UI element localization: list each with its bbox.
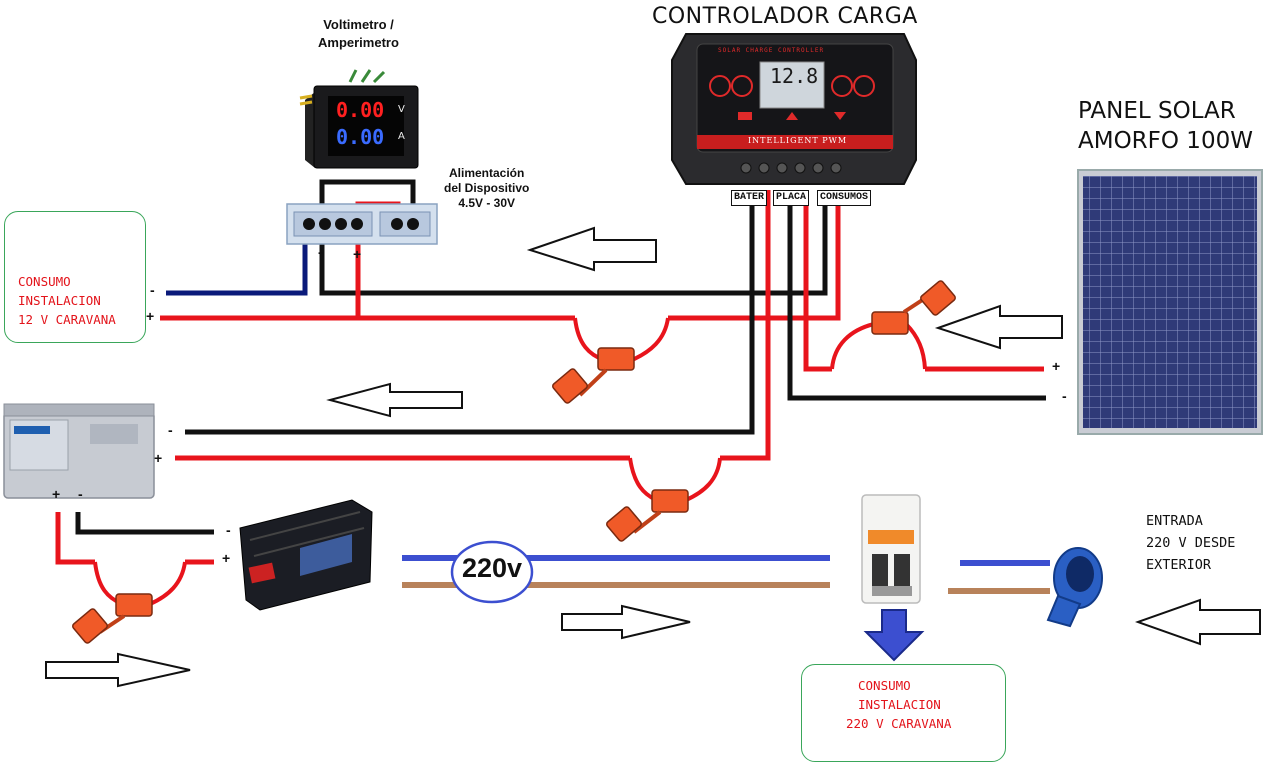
consumo-220v-line3: 220 V CARAVANA — [846, 716, 952, 731]
wire-meter-black-loop — [319, 179, 416, 220]
cee-plug — [1046, 547, 1103, 628]
fuse-consumo — [552, 317, 670, 404]
sign-battery-minus: - — [168, 422, 173, 438]
sign-inverter-plus: + — [222, 550, 231, 566]
wire-consumo-negative-blue — [166, 234, 308, 296]
consumo-12v-line1: CONSUMO — [18, 274, 71, 289]
arrow-left-controller — [526, 226, 657, 272]
fuse-battery — [606, 457, 722, 542]
meter-amps: 0.00 — [336, 125, 385, 149]
supply-title-line1: Alimentación — [449, 166, 525, 180]
wire-panel-negative — [787, 190, 1046, 401]
arrow-right-ac — [561, 604, 691, 640]
sign-battery-terminal-minus: - — [78, 486, 83, 502]
volt-amp-meter — [299, 69, 419, 169]
terminal-battery-label: BATER — [731, 190, 768, 206]
sign-inverter-minus: - — [226, 522, 231, 538]
entrada-line1: ENTRADA — [1146, 513, 1203, 529]
wire-inverter-negative — [75, 512, 214, 535]
arrow-right-inverter — [45, 652, 191, 688]
arrow-left-battery — [326, 382, 463, 418]
controller-brand-text: SOLAR CHARGE CONTROLLER — [718, 47, 825, 54]
controller-title: CONTROLADOR CARGA — [652, 4, 918, 29]
arrow-left-panel — [934, 304, 1063, 350]
consumo-220v-line1: CONSUMO — [858, 678, 911, 693]
meter-volts: 0.00 — [336, 98, 385, 122]
sign-consumo-minus: - — [150, 282, 155, 298]
arrow-left-plug — [1135, 598, 1261, 646]
sign-bus-plus: + — [353, 246, 362, 262]
consumo-12v-box — [4, 211, 146, 343]
entrada-line3: EXTERIOR — [1146, 557, 1212, 573]
consumo-12v-label: CONSUMO INSTALACION 12 V CARAVANA — [18, 272, 116, 329]
dc-wires — [55, 179, 1046, 565]
bus-terminal-block — [286, 203, 438, 245]
voltage-badge-ellipse — [450, 540, 534, 604]
wire-battery-positive-right — [720, 190, 771, 461]
consumo-220v-line2: INSTALACION — [858, 697, 941, 712]
fuse-inverter — [72, 561, 187, 644]
entrada-label: ENTRADA 220 V DESDE EXTERIOR — [1146, 510, 1235, 576]
consumo-12v-line2: INSTALACION — [18, 293, 101, 308]
panel-title-line2: AMORFO 100W — [1078, 128, 1253, 154]
panel-title: PANEL SOLAR AMORFO 100W — [1078, 96, 1253, 156]
terminal-panel-label: PLACA — [773, 190, 810, 206]
wire-consumo-positive-right — [668, 190, 841, 321]
controller-screen-value: 12.8 — [770, 64, 819, 88]
arrows — [7, 226, 1261, 688]
supply-title-line3: 4.5V - 30V — [458, 196, 516, 210]
sign-panel-minus: - — [1062, 388, 1067, 404]
panel-title-line1: PANEL SOLAR — [1078, 98, 1236, 124]
terminal-loads-label: CONSUMOS — [817, 190, 872, 206]
inverter — [239, 499, 373, 611]
charge-controller — [671, 33, 917, 185]
consumo-220v-label: CONSUMO INSTALACION 220 V CARAVANA — [846, 676, 951, 733]
meter-a-unit: A — [398, 131, 405, 142]
consumo-12v-line3: 12 V CARAVANA — [18, 312, 116, 327]
sign-panel-plus: + — [1052, 358, 1061, 374]
wire-battery-negative — [185, 190, 755, 435]
fuse-panel — [830, 280, 956, 370]
meter-title-line1: Voltimetro / — [323, 17, 394, 32]
meter-v-unit: V — [398, 104, 405, 115]
wire-panel-positive — [803, 190, 832, 372]
meter-title: Voltimetro / Amperimetro — [318, 16, 399, 52]
consumo-220v-box — [801, 664, 1006, 762]
battery — [3, 403, 155, 499]
meter-title-line2: Amperimetro — [318, 35, 399, 50]
sign-consumo-plus: + — [146, 308, 155, 324]
sign-battery-plus: + — [154, 450, 163, 466]
arrow-down-breaker — [863, 609, 925, 662]
supply-title-line2: del Dispositivo — [444, 181, 530, 195]
voltage-badge: 220v — [462, 553, 523, 583]
sign-bus-minus: - — [318, 244, 323, 260]
wire-consumo-negative-black — [319, 190, 828, 296]
controller-footer-text: INTELLIGENT PWM — [748, 136, 848, 145]
circuit-breaker — [861, 494, 921, 604]
solar-panel — [1077, 169, 1263, 435]
wire-inverter-positive — [55, 512, 95, 565]
supply-title: Alimentación del Dispositivo 4.5V - 30V — [444, 166, 529, 211]
sign-battery-terminal-plus: + — [52, 486, 61, 502]
entrada-line2: 220 V DESDE — [1146, 535, 1236, 551]
